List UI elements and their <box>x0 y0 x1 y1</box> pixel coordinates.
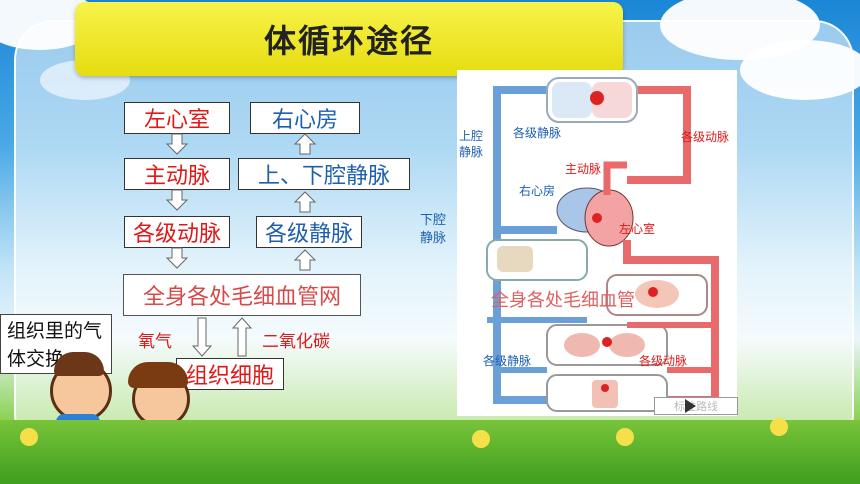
circulation-diagram: 上腔静脉 各级静脉 各级动脉 主动脉 右心房 左心室 全身各处毛细血管 各级静脉… <box>457 70 737 416</box>
label-arteries-bottom: 各级动脉 <box>639 354 688 368</box>
arrow-down-icon <box>191 317 213 357</box>
label-ivc: 下腔静脉 <box>420 213 447 246</box>
arrow-down-icon <box>165 189 189 211</box>
flower-icon <box>770 418 788 436</box>
label-svc: 上腔静脉 <box>459 129 484 159</box>
arrow-down-icon <box>165 247 189 269</box>
arrow-up-icon <box>231 317 253 357</box>
flower-icon <box>20 428 38 446</box>
label-arteries-top: 各级动脉 <box>681 130 730 144</box>
arrow-up-icon <box>293 191 317 213</box>
flower-icon <box>472 430 490 448</box>
label-capillary: 全身各处毛细血管 <box>491 290 635 311</box>
arrow-up-icon <box>293 249 317 271</box>
page-title: 体循环途径 <box>263 22 434 60</box>
label-right-atrium: 右心房 <box>519 184 556 198</box>
flow-vena-cava: 上、下腔静脉 <box>238 158 410 190</box>
grass-decor <box>0 420 860 484</box>
title-banner: 体循环途径 <box>75 2 623 76</box>
flow-veins: 各级静脉 <box>256 216 362 248</box>
label-veins-bottom: 各级静脉 <box>483 354 532 368</box>
circulation-svg <box>486 77 719 412</box>
tissue-cell-box: 组织细胞 <box>176 358 284 390</box>
arrow-up-icon <box>293 133 317 155</box>
flow-capillary: 全身各处毛细血管网 <box>123 274 361 316</box>
play-icon[interactable] <box>685 399 696 413</box>
label-aorta: 主动脉 <box>565 162 602 176</box>
label-veins-top: 各级静脉 <box>513 126 562 140</box>
arrow-down-icon <box>165 133 189 155</box>
co2-label: 二氧化碳 <box>262 332 330 352</box>
flower-icon <box>616 428 634 446</box>
flow-right-atrium: 右心房 <box>250 102 360 134</box>
oxygen-label: 氧气 <box>138 332 172 352</box>
label-left-ventricle: 左心室 <box>619 222 656 236</box>
route-button[interactable]: 标注路线 <box>654 397 738 415</box>
